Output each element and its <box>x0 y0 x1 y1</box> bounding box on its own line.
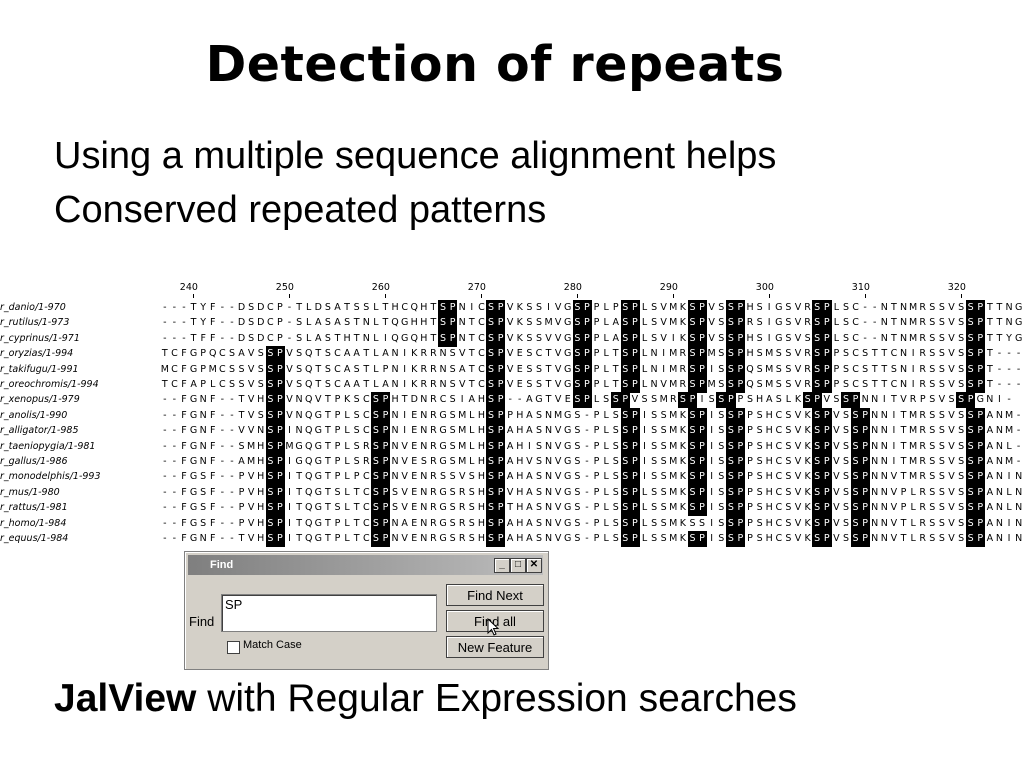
sequence-name: r_alligator/1-985 <box>0 425 79 437</box>
sequence-name: r_monodelphis/1-993 <box>0 471 101 483</box>
ruler-tick-mark <box>192 294 194 298</box>
ruler-tick-mark <box>768 294 770 298</box>
mouse-cursor-icon <box>487 618 500 636</box>
caption-rest: with Regular Expression searches <box>196 677 797 720</box>
sequence-name: r_anolis/1-990 <box>0 409 68 421</box>
new-feature-button[interactable]: New Feature <box>446 636 544 658</box>
sequence-alignment: 240 250 260 270 280 290 300 310 320 r_danio/1-97… <box>0 278 1024 547</box>
ruler-tick-label: 280 <box>563 282 582 293</box>
sequence-name: r_equus/1-984 <box>0 533 69 544</box>
minimize-button[interactable]: _ <box>494 558 510 573</box>
ruler-tick-label: 310 <box>851 282 870 293</box>
bullet-line-2: Conserved repeated patterns <box>54 189 547 231</box>
ruler-tick-mark <box>864 294 866 298</box>
find-next-button[interactable]: Find Next <box>446 584 544 606</box>
find-dialog: Find _ □ ✕ Find SP Match Case Find Next … <box>184 551 549 670</box>
ruler-tick-mark <box>384 294 386 298</box>
caption-bold: JalView <box>54 677 197 720</box>
sequence-name: r_mus/1-980 <box>0 486 60 498</box>
ruler-tick-label: 240 <box>179 282 198 293</box>
sequence-name: r_taeniopygia/1-981 <box>0 440 96 452</box>
sequence-name: r_gallus/1-986 <box>0 456 68 467</box>
sequence-name: r_danio/1-970 <box>0 302 66 313</box>
ruler-tick-mark <box>576 294 578 298</box>
dialog-titlebar[interactable]: Find _ □ ✕ <box>188 555 543 575</box>
slide-caption: JalView with Regular Expression searches <box>54 677 797 721</box>
alignment-ruler: 240 250 260 270 280 290 300 310 320 <box>0 278 1024 302</box>
close-button[interactable]: ✕ <box>526 558 542 573</box>
find-input[interactable]: SP <box>221 594 437 632</box>
ruler-tick-label: 320 <box>947 282 966 293</box>
ruler-tick-label: 260 <box>371 282 390 293</box>
sequence-name: r_rutilus/1-973 <box>0 317 70 329</box>
maximize-button[interactable]: □ <box>510 558 526 573</box>
ruler-tick-label: 250 <box>275 282 294 293</box>
ruler-tick-label: 300 <box>755 282 774 293</box>
ruler-tick-mark <box>480 294 482 298</box>
slide-title: Detection of repeats <box>205 36 785 93</box>
sequence-name: r_homo/1-984 <box>0 517 67 529</box>
sequence-name: r_xenopus/1-979 <box>0 394 80 406</box>
sequence-name: r_oryzias/1-994 <box>0 348 74 360</box>
ruler-tick-label: 270 <box>467 282 486 293</box>
sequence-name: r_cyprinus/1-971 <box>0 332 80 344</box>
ruler-tick-label: 290 <box>659 282 678 293</box>
sequence-name: r_oreochromis/1-994 <box>0 379 99 390</box>
match-case-label: Match Case <box>243 639 302 651</box>
find-label: Find <box>189 614 215 629</box>
dialog-title: Find <box>210 559 234 571</box>
ruler-tick-mark <box>288 294 290 298</box>
match-case-checkbox[interactable] <box>227 641 240 654</box>
bullet-line-1: Using a multiple sequence alignment help… <box>54 135 777 177</box>
sequence-name: r_rattus/1-981 <box>0 502 68 514</box>
ruler-tick-mark <box>672 294 674 298</box>
sequence-name: r_takifugu/1-991 <box>0 363 79 375</box>
ruler-tick-mark <box>960 294 962 298</box>
